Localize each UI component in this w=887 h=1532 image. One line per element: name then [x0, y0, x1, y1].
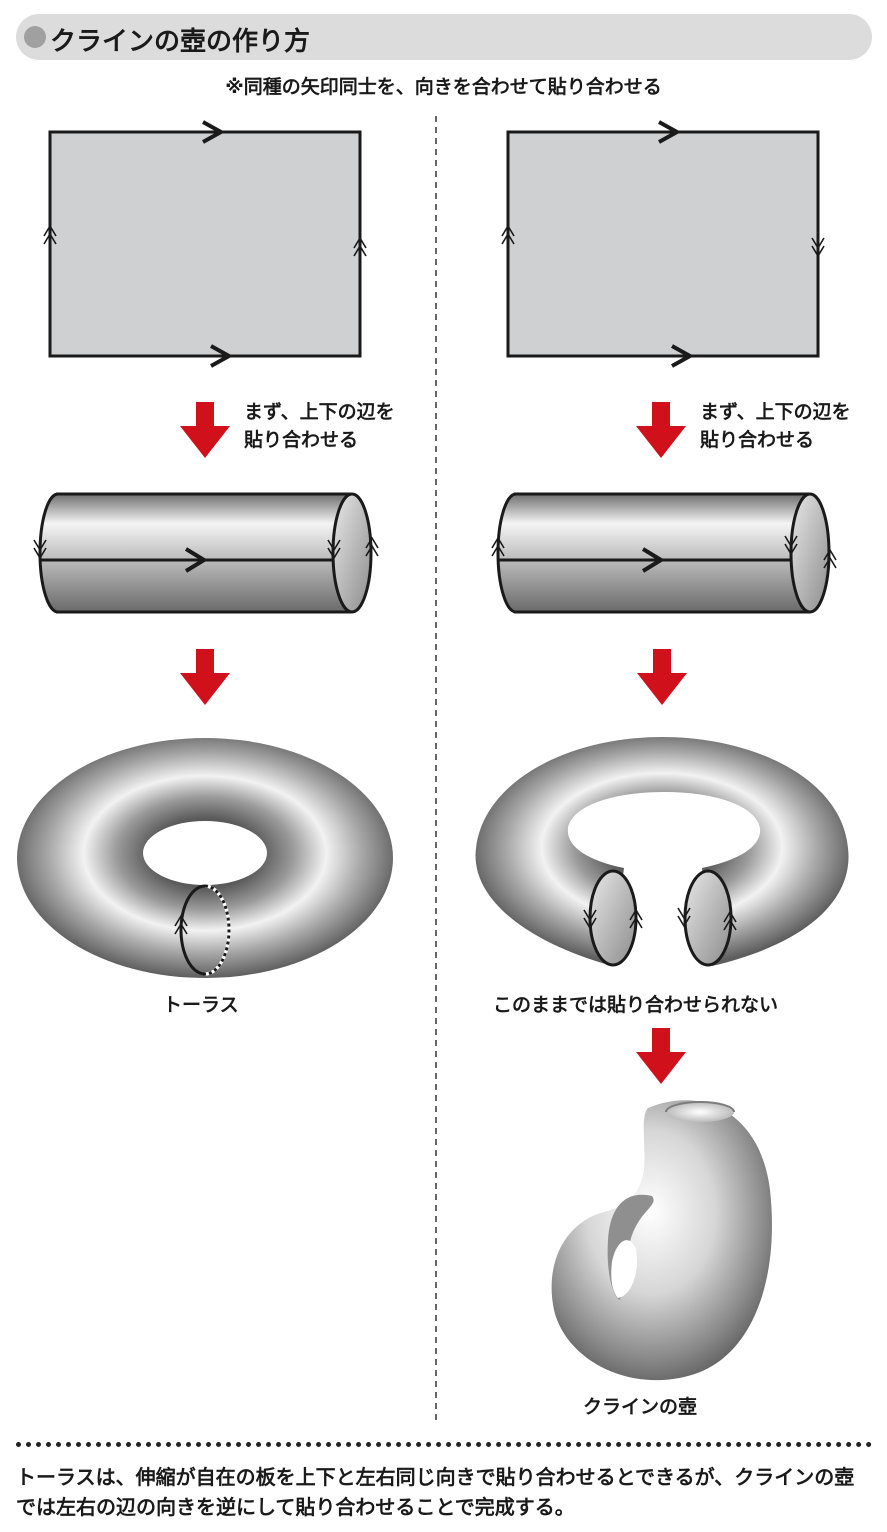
left-step-label-line2: 貼り合わせる: [244, 429, 359, 451]
double-arrow-up-icon: [629, 908, 737, 931]
double-arrow-down-icon: [811, 237, 825, 258]
right-cylinder: [491, 492, 837, 614]
double-arrow-down-icon: [33, 539, 341, 560]
down-arrow-icon: [636, 402, 686, 458]
double-arrow-down-icon: [784, 535, 798, 556]
down-arrow-icon: [180, 649, 230, 705]
left-step-label: まず、上下の辺を 貼り合わせる: [244, 398, 395, 454]
single-arrow-icon: [671, 344, 692, 368]
right-sheet: [501, 120, 825, 368]
torus-caption: トーラス: [163, 994, 239, 1016]
page-title: クラインの壺の作り方: [50, 27, 311, 57]
single-arrow-icon: [184, 547, 206, 573]
down-arrow-icon: [637, 649, 687, 705]
down-arrow-icon: [180, 402, 230, 458]
double-arrow-up-icon: [365, 536, 379, 557]
section-header: クラインの壺の作り方: [16, 14, 872, 60]
double-arrow-up-icon: [43, 224, 57, 245]
left-step-label-line1: まず、上下の辺を: [244, 401, 395, 423]
klein-bottle-shape: [551, 1100, 772, 1381]
single-arrow-icon: [210, 344, 231, 368]
footer-divider: [16, 1442, 872, 1447]
single-arrow-icon: [658, 120, 679, 144]
double-arrow-up-icon: [353, 236, 367, 257]
klein-bottle-caption: クラインの壺: [583, 1396, 698, 1418]
left-cylinder: [33, 492, 379, 614]
down-arrow-icon: [636, 1028, 686, 1084]
single-arrow-icon: [641, 547, 663, 573]
instruction-note: ※同種の矢印同士を、向きを合わせて貼り合わせる: [225, 76, 662, 98]
double-arrow-up-icon: [491, 536, 837, 569]
double-arrow-up-icon: [501, 224, 515, 245]
cannot-glue-caption: このままでは貼り合わせられない: [493, 994, 779, 1016]
double-arrow-down-icon: [583, 907, 691, 930]
torus-shape: [17, 738, 393, 978]
right-step-label-line2: 貼り合わせる: [700, 429, 815, 451]
right-step-label: まず、上下の辺を 貼り合わせる: [700, 398, 851, 454]
double-arrow-up-icon: [174, 914, 188, 935]
single-arrow-icon: [202, 120, 223, 144]
bullet-icon: [24, 26, 46, 48]
left-sheet: [43, 120, 367, 368]
broken-torus-shape: [475, 737, 849, 967]
footer-description: トーラスは、伸縮が自在の板を上下と左右同じ向きで貼り合わせるとできるが、クライン…: [16, 1465, 855, 1519]
right-step-label-line1: まず、上下の辺を: [700, 401, 851, 423]
